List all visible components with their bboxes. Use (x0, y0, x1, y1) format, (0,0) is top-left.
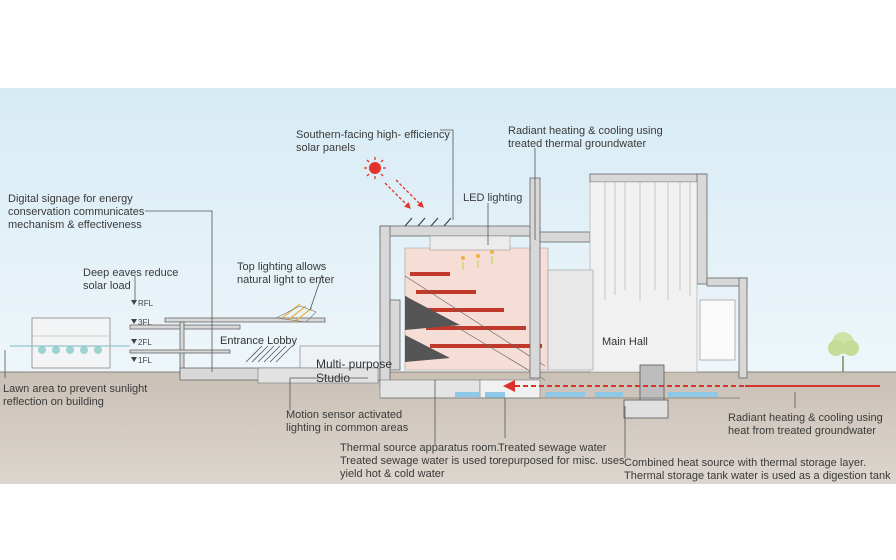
svg-text:treated thermal groundwater: treated thermal groundwater (508, 138, 647, 150)
tree-icon (828, 332, 859, 372)
floor-label-1fl: 1FL (138, 356, 152, 365)
svg-text:solar panels: solar panels (296, 142, 356, 154)
callout-combined-heat-source: Combined heat source with thermal storag… (624, 457, 891, 482)
svg-text:solar load: solar load (83, 280, 131, 292)
solar-panel-icon (404, 217, 452, 227)
svg-text:Radiant heating & cooling usin: Radiant heating & cooling using (508, 125, 663, 137)
svg-text:Southern-facing high- efficien: Southern-facing high- efficiency (296, 129, 450, 141)
callout-led-lighting: LED lighting (463, 192, 522, 204)
entrance-wing (129, 303, 381, 384)
main-hall-block (529, 173, 748, 419)
svg-text:Radiant heating & cooling usin: Radiant heating & cooling using (728, 412, 883, 424)
callout-deep-eaves: Deep eaves reduce solar load (83, 267, 178, 292)
callout-top-lighting: Top lighting allows natural light to ent… (237, 261, 335, 286)
svg-text:reflection on building: reflection on building (3, 396, 104, 408)
floor-level-markers: RFL 3FL 2FL 1FL (131, 299, 154, 365)
callout-digital-signage: Digital signage for energy conservation … (8, 193, 145, 231)
svg-text:Thermal storage tank water is: Thermal storage tank water is used as a … (624, 470, 891, 482)
floor-label-2fl: 2FL (138, 338, 152, 347)
floor-label-rfl: RFL (138, 299, 154, 308)
callout-thermal-source-room: Thermal source apparatus room. Treated s… (340, 442, 500, 480)
room-label-entrance-lobby: Entrance Lobby (220, 335, 298, 347)
callout-treated-sewage: Treated sewage water repurposed for misc… (498, 442, 625, 467)
sun-icon (364, 157, 386, 179)
svg-text:Thermal source apparatus room.: Thermal source apparatus room. (340, 442, 500, 454)
svg-text:Deep eaves reduce: Deep eaves reduce (83, 267, 178, 279)
svg-text:Top lighting allows: Top lighting allows (237, 261, 327, 273)
room-label-multipurpose-1: Multi- purpose (316, 357, 392, 371)
leader-lines (4, 129, 796, 458)
svg-text:natural light to enter: natural light to enter (237, 274, 335, 286)
auditorium-block (379, 217, 549, 399)
svg-text:Treated sewage water: Treated sewage water (498, 442, 607, 454)
svg-text:yield hot & cold water: yield hot & cold water (340, 468, 445, 480)
svg-text:Lawn area to prevent sunlight: Lawn area to prevent sunlight (3, 383, 147, 395)
svg-text:Treated sewage water is used t: Treated sewage water is used to (340, 455, 499, 467)
svg-text:lighting in common areas: lighting in common areas (286, 422, 409, 434)
svg-text:Combined heat source with ther: Combined heat source with thermal storag… (624, 457, 866, 469)
svg-text:Motion sensor activated: Motion sensor activated (286, 409, 402, 421)
callout-radiant-top: Radiant heating & cooling using treated … (508, 125, 663, 150)
callout-motion-sensor: Motion sensor activated lighting in comm… (286, 409, 409, 434)
svg-text:heat from treated groundwater: heat from treated groundwater (728, 425, 876, 437)
callout-lawn-area: Lawn area to prevent sunlight reflection… (3, 383, 147, 408)
svg-text:mechanism & effectiveness: mechanism & effectiveness (8, 219, 142, 231)
callout-radiant-right: Radiant heating & cooling using heat fro… (728, 412, 883, 437)
svg-text:repurposed for misc. uses: repurposed for misc. uses (498, 455, 625, 467)
floor-label-3fl: 3FL (138, 318, 152, 327)
svg-text:Digital signage for energy: Digital signage for energy (8, 193, 133, 205)
callout-solar-panels: Southern-facing high- efficiency solar p… (296, 129, 450, 154)
svg-text:conservation communicates: conservation communicates (8, 206, 145, 218)
led-light-icon (461, 250, 494, 260)
neighbor-building (10, 317, 130, 369)
water-tanks (455, 392, 718, 397)
room-label-main-hall: Main Hall (602, 336, 648, 348)
sun-ray-arrows (384, 179, 424, 209)
